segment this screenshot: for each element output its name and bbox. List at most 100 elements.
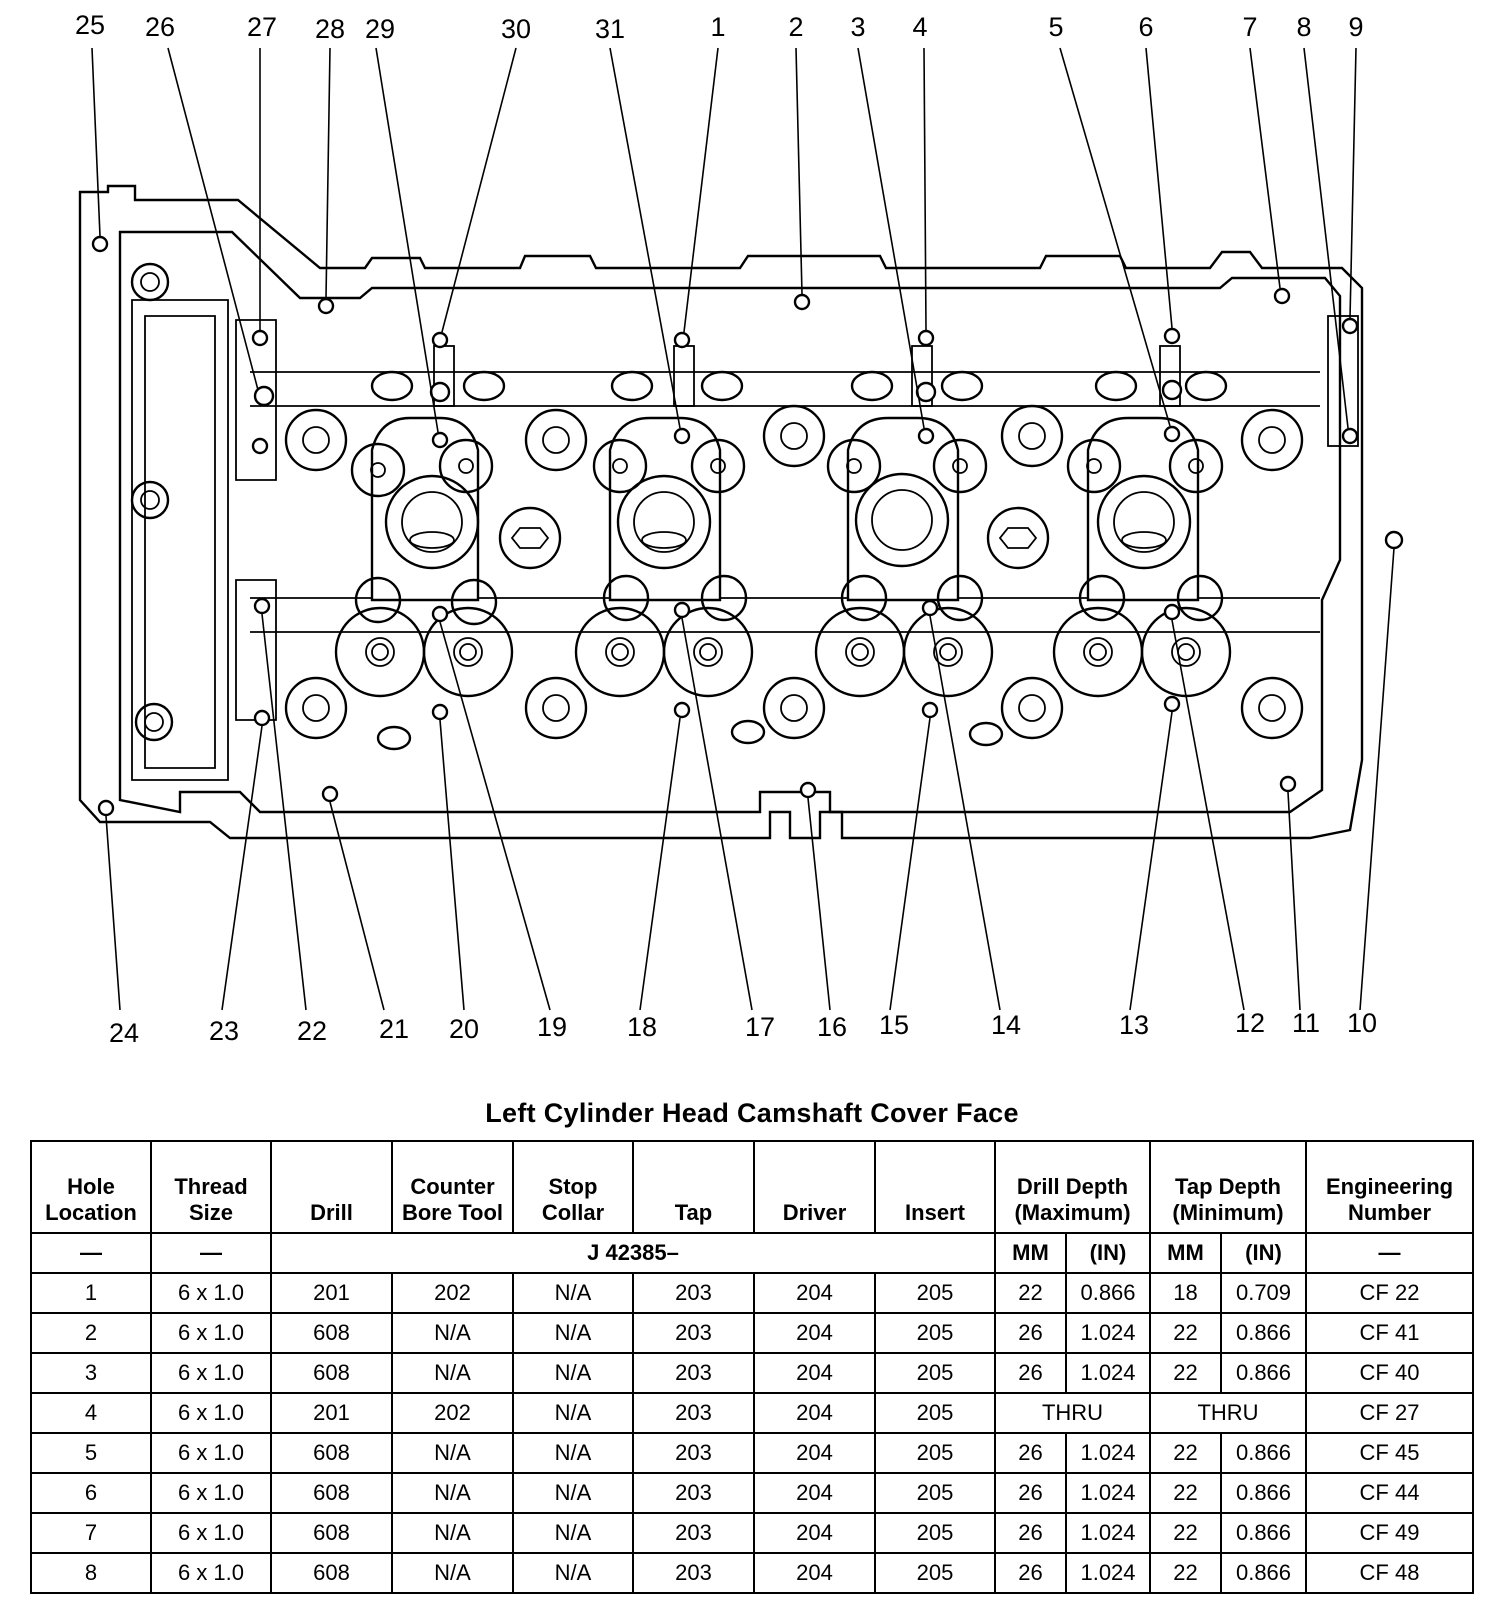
- callout-2: 2: [788, 12, 803, 42]
- cell-drill: 608: [270, 1552, 393, 1594]
- callout-21: 21: [379, 1014, 409, 1044]
- cell-cbore: 202: [391, 1392, 514, 1434]
- cell-drill: 608: [270, 1352, 393, 1394]
- cell-td-in: 0.866: [1219, 1512, 1308, 1554]
- cell-thread: 6 x 1.0: [150, 1432, 272, 1474]
- cell-td-mm: 22: [1149, 1472, 1222, 1514]
- cell-insert: 205: [874, 1472, 996, 1514]
- cell-td-thru: THRU: [1148, 1392, 1308, 1434]
- cell-hole: 3: [30, 1352, 152, 1394]
- callout-5: 5: [1048, 12, 1063, 42]
- hdr-tap: Tap: [632, 1140, 755, 1234]
- cell-driver: 204: [753, 1312, 876, 1354]
- journal-bores: [384, 472, 1192, 570]
- cell-dd-mm: 22: [994, 1272, 1067, 1314]
- callout-19: 19: [537, 1012, 567, 1042]
- cell-dd-mm: 26: [994, 1552, 1067, 1594]
- cell-thread: 6 x 1.0: [150, 1312, 272, 1354]
- callout-14: 14: [991, 1010, 1021, 1040]
- leader-lines: [91, 47, 1395, 1011]
- callout-3: 3: [850, 12, 865, 42]
- cell-tap: 203: [632, 1272, 755, 1314]
- cell-td-mm: 22: [1149, 1512, 1222, 1554]
- bolt-bosses: [130, 262, 1304, 742]
- table-row: 2 6 x 1.0 608 N/A N/A 203 204 205 26 1.0…: [30, 1312, 1475, 1354]
- cell-hole: 2: [30, 1312, 152, 1354]
- cell-cbore: N/A: [391, 1352, 514, 1394]
- cell-eng: CF 44: [1305, 1472, 1475, 1514]
- cell-collar: N/A: [512, 1272, 634, 1314]
- cell-dd-mm: 26: [994, 1352, 1067, 1394]
- cell-insert: 205: [874, 1352, 996, 1394]
- cell-collar: N/A: [512, 1392, 634, 1434]
- cell-drill: 608: [270, 1432, 393, 1474]
- cell-thread: 6 x 1.0: [150, 1552, 272, 1594]
- cell-thread: 6 x 1.0: [150, 1392, 272, 1434]
- cell-driver: 204: [753, 1472, 876, 1514]
- cell-tap: 203: [632, 1472, 755, 1514]
- cell-drill: 608: [270, 1472, 393, 1514]
- cell-driver: 204: [753, 1512, 876, 1554]
- cell-collar: N/A: [512, 1432, 634, 1474]
- cell-cbore: N/A: [391, 1472, 514, 1514]
- cell-cbore: N/A: [391, 1432, 514, 1474]
- cell-drill: 608: [270, 1312, 393, 1354]
- cell-hole: 4: [30, 1392, 152, 1434]
- cell-dd-in: 1.024: [1065, 1552, 1151, 1594]
- cell-eng: CF 49: [1305, 1512, 1475, 1554]
- callout-11: 11: [1292, 1008, 1320, 1038]
- callout-29: 29: [365, 14, 395, 44]
- cell-tap: 203: [632, 1392, 755, 1434]
- cell-hole: 8: [30, 1552, 152, 1594]
- hex-bolts: [498, 506, 1050, 570]
- callout-22: 22: [297, 1016, 327, 1046]
- cell-cbore: N/A: [391, 1512, 514, 1554]
- cap-tabs: [433, 315, 1359, 447]
- cell-hole: 6: [30, 1472, 152, 1514]
- cell-td-mm: 22: [1149, 1432, 1222, 1474]
- cell-insert: 205: [874, 1512, 996, 1554]
- cell-dd-in: 1.024: [1065, 1432, 1151, 1474]
- cell-insert: 205: [874, 1552, 996, 1594]
- cell-td-in: 0.866: [1219, 1352, 1308, 1394]
- cell-tap: 203: [632, 1312, 755, 1354]
- hdr-insert: Insert: [874, 1140, 996, 1234]
- cell-eng: CF 48: [1305, 1552, 1475, 1594]
- hdr-drill-depth: Drill Depth (Maximum): [994, 1140, 1151, 1234]
- sub-td-in: (IN): [1219, 1232, 1308, 1274]
- callout-23: 23: [209, 1016, 239, 1046]
- cell-tap: 203: [632, 1352, 755, 1394]
- cell-insert: 205: [874, 1312, 996, 1354]
- hdr-drill: Drill: [270, 1140, 393, 1234]
- cell-dd-in: 1.024: [1065, 1312, 1151, 1354]
- lower-cam-rail: [250, 597, 1320, 633]
- sub-td-mm: MM: [1149, 1232, 1222, 1274]
- callout-10: 10: [1347, 1008, 1377, 1038]
- left-bracket: [235, 319, 277, 721]
- cell-td-mm: 22: [1149, 1552, 1222, 1594]
- cell-dd-in: 1.024: [1065, 1512, 1151, 1554]
- cell-hole: 7: [30, 1512, 152, 1554]
- table-row: 8 6 x 1.0 608 N/A N/A 203 204 205 26 1.0…: [30, 1552, 1475, 1594]
- callout-27: 27: [247, 12, 277, 42]
- cell-dd-in: 1.024: [1065, 1352, 1151, 1394]
- table-row: 5 6 x 1.0 608 N/A N/A 203 204 205 26 1.0…: [30, 1432, 1475, 1474]
- cell-eng: CF 27: [1305, 1392, 1475, 1434]
- cell-dd-thru: THRU: [994, 1392, 1151, 1434]
- subheader-row: — — J 42385– MM (IN) MM (IN) —: [30, 1232, 1475, 1274]
- cell-thread: 6 x 1.0: [150, 1352, 272, 1394]
- cell-td-in: 0.866: [1219, 1472, 1308, 1514]
- sub-hole: —: [30, 1232, 152, 1274]
- oval-pockets: [370, 370, 1228, 751]
- callout-31: 31: [595, 14, 625, 44]
- cell-thread: 6 x 1.0: [150, 1472, 272, 1514]
- callout-28: 28: [315, 14, 345, 44]
- cell-eng: CF 41: [1305, 1312, 1475, 1354]
- cell-td-in: 0.709: [1219, 1272, 1308, 1314]
- table-row: 4 6 x 1.0 201 202 N/A 203 204 205 THRU T…: [30, 1392, 1475, 1434]
- cell-tap: 203: [632, 1432, 755, 1474]
- header-row: Hole Location Thread Size Drill Counter …: [30, 1140, 1475, 1234]
- callout-18: 18: [627, 1012, 657, 1042]
- sub-tool-kit: J 42385–: [270, 1232, 996, 1274]
- table-title: Left Cylinder Head Camshaft Cover Face: [485, 1098, 1019, 1128]
